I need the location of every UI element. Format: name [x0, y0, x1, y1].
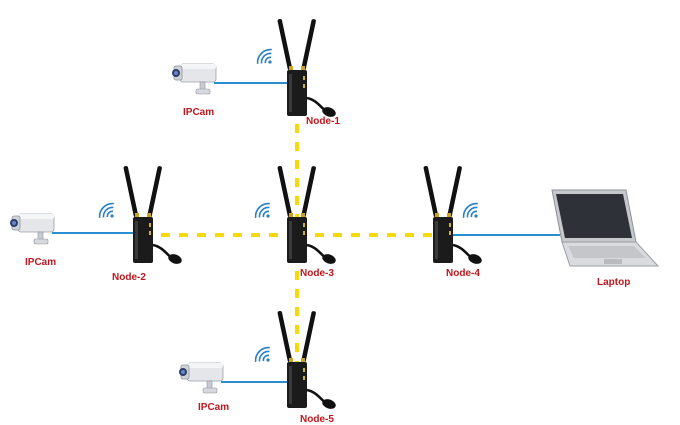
wifi-icon — [459, 199, 479, 219]
wifi-icon — [253, 45, 273, 65]
laptop-label: Laptop — [597, 277, 630, 288]
radio-icon — [421, 164, 485, 267]
node-4-device: Node-4 — [421, 164, 485, 279]
ipcam-2: IPCam — [9, 213, 56, 268]
ipcam-2-label: IPCam — [25, 257, 56, 268]
radio-icon — [275, 164, 339, 267]
node-5-label: Node-5 — [300, 414, 334, 425]
radio-icon — [275, 17, 339, 120]
wifi-icon — [251, 199, 271, 219]
camera-icon — [9, 213, 55, 245]
ipcam-3-label: IPCam — [198, 402, 229, 413]
wifi-icon — [95, 199, 115, 219]
node-1-label: Node-1 — [306, 116, 340, 127]
radio-icon — [275, 309, 339, 412]
node-4-label: Node-4 — [446, 268, 480, 279]
wifi-icon — [251, 343, 271, 363]
radio-icon — [121, 164, 185, 267]
node-3-label: Node-3 — [300, 268, 334, 279]
ipcam-1: IPCam — [171, 63, 217, 118]
node-2-device: Node-2 — [95, 164, 185, 283]
laptop-icon — [551, 189, 660, 267]
ipcam-3: IPCam — [178, 362, 229, 413]
camera-icon — [178, 362, 224, 394]
camera-icon — [171, 63, 217, 95]
node-2-label: Node-2 — [112, 272, 146, 283]
node-5-device: Node-5 — [251, 309, 339, 425]
node-3-device: Node-3 — [251, 164, 339, 279]
laptop: Laptop — [551, 189, 660, 288]
node-1-device: Node-1 — [253, 17, 340, 127]
ipcam-1-label: IPCam — [183, 107, 214, 118]
